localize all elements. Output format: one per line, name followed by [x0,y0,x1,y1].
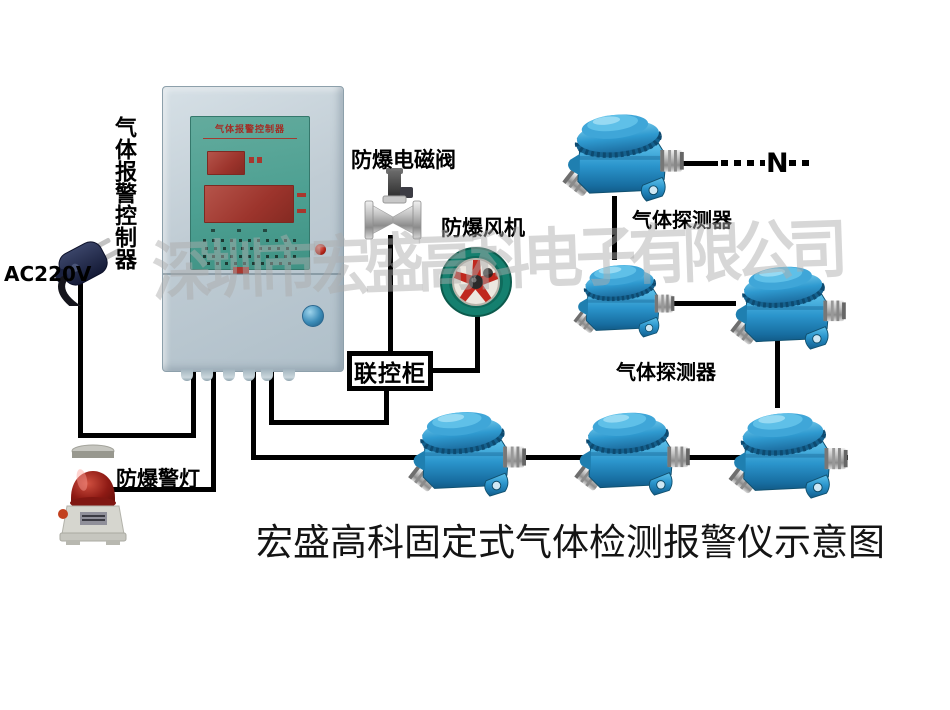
controller-screen-title: 气体报警控制器 [214,125,285,135]
wire-detector-bus-v [251,368,256,460]
led-display-small [207,151,245,175]
gas-detector [570,398,692,496]
gas-detector [724,398,850,499]
wire-power-to-controller [191,368,196,438]
wire-top-to-mid-detector [612,196,617,260]
alarm-light-label: 防爆警灯 [116,467,200,491]
gas-detector [404,397,528,497]
led-side-mark [249,157,254,163]
door-lock-knob [302,305,324,327]
screen-underline [203,138,297,139]
cable-gland [261,369,273,381]
wire-to-jbox-v1 [269,368,274,425]
linkage-control-box-label: 联控柜 [354,361,426,387]
cabinet-seam [163,273,341,275]
reset-button [233,267,249,274]
cable-gland [223,369,235,381]
keypad-row [211,229,283,232]
led-side-mark [257,157,262,163]
wire-dashed-right-of-n [789,160,812,166]
wire-jbox-to-fan-v [475,315,480,373]
detector-label-mid: 气体探测器 [616,360,716,384]
controller-side-label: 气体报警控制器 [111,116,136,270]
solenoid-valve [364,168,422,240]
detector-label-top: 气体探测器 [632,208,732,232]
wire-to-jbox-v2 [384,388,389,424]
wire-top-detector-to-n [678,161,718,166]
led-side-mark [297,193,306,197]
controller-face-panel: 气体报警控制器 [190,116,310,274]
diagram-title: 宏盛高科固定式气体检测报警仪示意图 [256,521,885,564]
gas-detector [558,99,686,202]
alarm-light [58,442,130,546]
keypad-row [205,247,297,250]
more-detectors-label: N [766,148,789,179]
cable-gland [283,369,295,381]
gas-detector [570,252,676,338]
wire-power-cord [78,280,83,438]
linkage-control-box: 联控柜 [347,351,433,391]
gas-alarm-controller: 气体报警控制器 [162,86,344,381]
wire-to-alarm-light-h [104,487,216,492]
solenoid-valve-label: 防爆电磁阀 [351,148,456,172]
keypad-row [203,255,299,258]
wire-dashed-left-of-n [721,160,765,166]
explosion-proof-fan [440,247,512,317]
fan-label: 防爆风机 [441,216,525,240]
cable-gland [243,369,255,381]
wire-jbox-to-valve [388,235,393,353]
led-side-mark [297,209,306,213]
wire-mid-to-bottom-detector [775,336,780,408]
wire-mid-row-link [654,301,736,306]
cable-gland [181,369,193,381]
wire-to-jbox-h [269,420,389,425]
power-label: AC220V [4,262,92,286]
led-display-large [204,185,294,223]
wire-jbox-to-fan-h [429,368,480,373]
keypad-row [207,262,295,265]
gas-detector [726,252,848,350]
keypad-row [203,239,299,242]
wire-power-horizontal [78,433,196,438]
cable-gland [201,369,213,381]
wire-detector-bus-h [251,455,848,460]
alarm-indicator-led [315,244,326,255]
wire-to-alarm-light-v [211,368,216,492]
